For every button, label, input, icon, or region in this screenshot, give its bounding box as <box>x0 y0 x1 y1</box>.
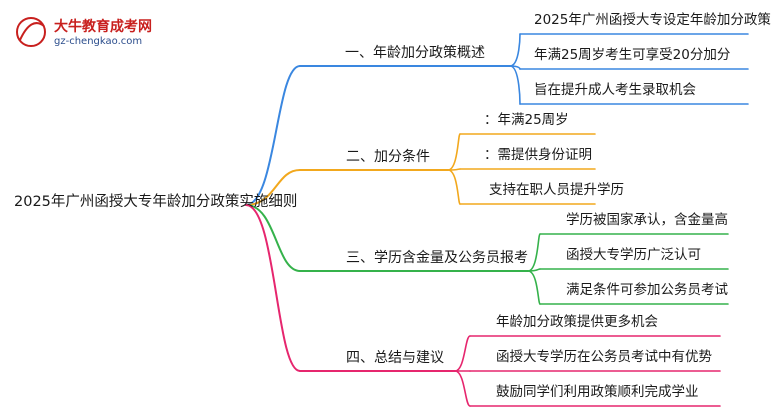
logo-icon <box>16 17 46 47</box>
branch-4: 四、总结与建议 <box>346 350 444 366</box>
leaf-1-1: 2025年广州函授大专设定年龄加分政策 <box>534 12 771 28</box>
leaf-4-2: 函授大专学历在公务员考试中有优势 <box>496 349 712 365</box>
branch-3-connector <box>245 204 301 272</box>
logo: 大牛教育成考网 gz-chengkao.com <box>16 12 166 52</box>
leaf-2-1: ：年满25周岁 <box>484 112 569 128</box>
branch-1-connector <box>245 65 301 206</box>
leaf-3-1: 学历被国家承认，含金量高 <box>566 212 728 228</box>
leaf-3-2: 函授大专学历广泛认可 <box>566 247 701 263</box>
branch-2: 二、加分条件 <box>346 149 430 165</box>
branch-2-connector <box>245 169 301 206</box>
mindmap: 大牛教育成考网 gz-chengkao.com 2025年广州函授大专年龄加分政… <box>14 12 771 407</box>
leaf-1-3: 旨在提升成人考生录取机会 <box>534 82 696 98</box>
leaf-3-3-connector <box>527 270 541 305</box>
logo-brand: 大牛教育成考网 <box>54 19 152 35</box>
leaf-4-3: 鼓励同学们利用政策顺利完成学业 <box>496 384 699 400</box>
leaf-1-3-connector <box>509 65 521 105</box>
leaf-3-3: 满足条件可参加公务员考试 <box>566 282 728 298</box>
leaf-1-2: 年满25周岁考生可享受20分加分 <box>534 47 731 63</box>
logo-url: gz-chengkao.com <box>54 36 143 47</box>
root-topic: 2025年广州函授大专年龄加分政策实施细则 <box>14 194 298 210</box>
leaf-4-1-connector <box>454 335 471 372</box>
leaf-1-1-connector <box>509 33 521 67</box>
leaf-2-2: ：需提供身份证明 <box>484 147 592 163</box>
branch-4-connector <box>245 204 301 372</box>
leaf-4-3-connector <box>454 370 471 407</box>
leaf-2-1-connector <box>447 133 461 171</box>
branch-1: 一、年龄加分政策概述 <box>345 45 485 61</box>
leaf-2-3-connector <box>447 169 461 205</box>
branch-3: 三、学历含金量及公务员报考 <box>346 250 528 266</box>
connector-lines <box>16 17 749 407</box>
leaf-2-3: 支持在职人员提升学历 <box>489 182 624 198</box>
leaf-4-1: 年龄加分政策提供更多机会 <box>496 314 658 330</box>
leaf-3-1-connector <box>527 233 541 272</box>
